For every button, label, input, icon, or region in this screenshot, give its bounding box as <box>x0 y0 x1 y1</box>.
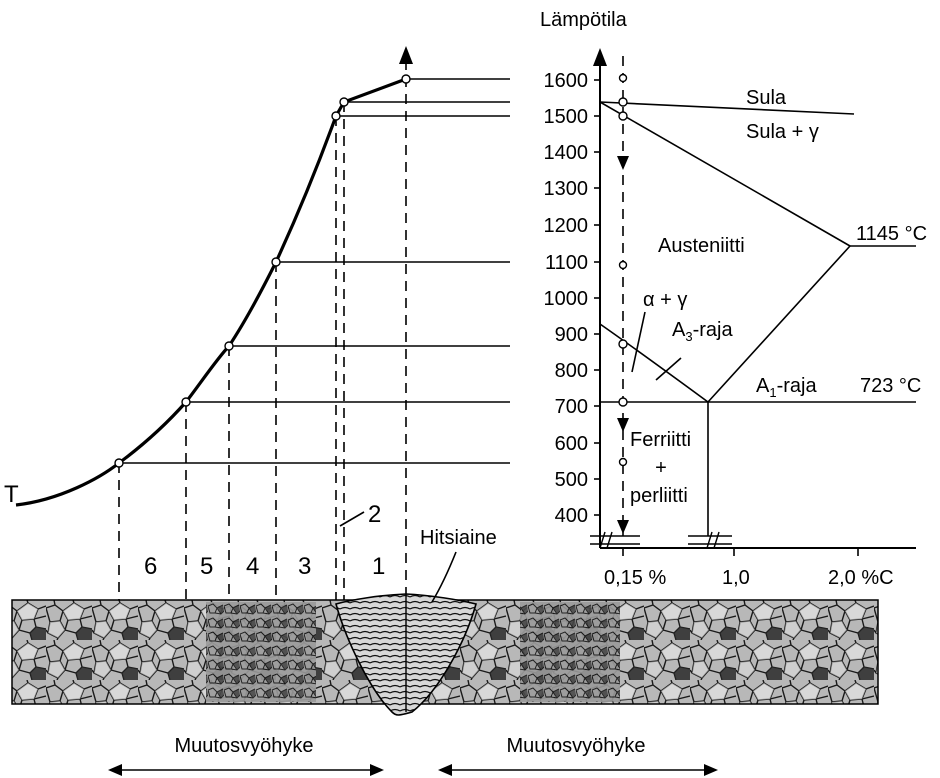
alpha-gamma-leader-line <box>631 311 646 373</box>
y-tick-label: 1100 <box>545 252 588 274</box>
y-tick-label: 400 <box>555 505 588 527</box>
arrow-down-icon <box>617 520 629 534</box>
acm-line <box>707 245 851 403</box>
region-label-ferriitti: Ferriitti <box>630 429 691 451</box>
y-tick-label: 800 <box>555 360 588 382</box>
haz-annotations: Muutosvyöhyke Muutosvyöhyke <box>108 735 718 776</box>
fine-grain-zone-right <box>520 602 620 702</box>
arrow-up-icon <box>399 46 413 64</box>
y-axis-arrow-icon <box>593 48 607 66</box>
phase-diagram: Lämpötila 1600 1500 1400 1300 1200 1100 … <box>540 9 927 589</box>
temperature-connector-lines <box>119 78 510 464</box>
region-label-a1: A1-raja <box>756 375 817 400</box>
zone-label-6: 6 <box>144 553 157 580</box>
y-tick-label: 700 <box>555 396 588 418</box>
region-label-plus: + <box>655 457 667 479</box>
marker-circle <box>618 97 628 107</box>
temperature-curve-group: T 6 5 <box>4 46 510 604</box>
arrow-right-icon <box>370 764 384 776</box>
region-labels: Sula Sula + γ Austeniitti α + γ A3-raja … <box>630 87 927 507</box>
marker-circle <box>181 397 191 407</box>
y-axis-title: Lämpötila <box>540 9 628 31</box>
zone-labels: 6 5 4 3 1 2 <box>144 501 385 580</box>
marker-circle <box>401 74 411 84</box>
y-tick-label: 500 <box>555 469 588 491</box>
y-tick-label: 1400 <box>544 142 589 164</box>
x-tick-labels: 0,15 % 1,0 2,0 %C <box>604 567 894 589</box>
arrow-left-icon <box>108 764 122 776</box>
region-label-austeniitti: Austeniitti <box>658 235 745 257</box>
temp-label-1145: 1145 °C <box>856 223 927 245</box>
marker-circle <box>618 260 628 270</box>
region-label-sula-gamma: Sula + γ <box>746 121 819 143</box>
arrow-left-icon <box>438 764 452 776</box>
temp-label-723: 723 °C <box>860 375 921 397</box>
a3-leader-line <box>655 357 682 381</box>
region-label-a3: A3-raja <box>672 319 733 344</box>
zone-boundary-lines <box>118 60 407 604</box>
y-tick-label: 1200 <box>544 215 589 237</box>
marker-circle <box>618 339 628 349</box>
region-label-sula: Sula <box>746 87 787 109</box>
y-tick-marks <box>594 79 600 516</box>
weld-cross-section: Hitsiaine <box>11 527 879 716</box>
y-tick-label: 1600 <box>544 70 589 92</box>
marker-circle <box>618 111 628 121</box>
x-tick-label: 0,15 % <box>604 567 666 589</box>
fine-grain-zone-left <box>206 602 316 702</box>
marker-circle <box>271 257 281 267</box>
marker-circle <box>114 458 124 468</box>
arrow-right-icon <box>704 764 718 776</box>
marker-circle <box>224 341 234 351</box>
y-tick-label: 1500 <box>544 106 589 128</box>
marker-circle <box>618 397 628 407</box>
marker-circle <box>618 457 628 467</box>
zone-label-2: 2 <box>368 501 381 528</box>
x-tick-label: 2,0 %C <box>828 567 894 589</box>
y-tick-label: 600 <box>555 433 588 455</box>
y-tick-label: 900 <box>555 324 588 346</box>
haz-label-left: Muutosvyöhyke <box>175 735 314 757</box>
zone-label-3: 3 <box>298 553 311 580</box>
y-tick-label: 1000 <box>544 288 589 310</box>
y-tick-labels: 1600 1500 1400 1300 1200 1100 1000 900 8… <box>544 70 589 527</box>
zone-2-leader-line <box>339 511 365 527</box>
marker-circle <box>618 73 628 83</box>
solidus-line <box>599 101 851 247</box>
weld-leader-line <box>431 551 457 603</box>
axis-break-marks <box>590 531 732 549</box>
region-label-perliitti: perliitti <box>630 485 688 507</box>
zone-label-5: 5 <box>200 553 213 580</box>
x-tick-marks <box>622 548 859 556</box>
liquidus-line <box>599 101 855 115</box>
marker-circle <box>331 111 341 121</box>
weld-label: Hitsiaine <box>420 527 497 549</box>
temperature-curve <box>15 77 407 507</box>
a3-line <box>599 323 709 403</box>
zone-label-1: 1 <box>372 553 385 580</box>
y-tick-label: 1300 <box>544 178 589 200</box>
curve-label-t: T <box>4 481 19 508</box>
region-label-alpha-gamma: α + γ <box>643 289 687 311</box>
arrow-down-icon <box>617 156 629 170</box>
arrow-down-icon <box>617 418 629 432</box>
haz-label-right: Muutosvyöhyke <box>507 735 646 757</box>
zone-label-4: 4 <box>246 553 259 580</box>
marker-circle <box>339 97 349 107</box>
x-tick-label: 1,0 <box>722 567 750 589</box>
